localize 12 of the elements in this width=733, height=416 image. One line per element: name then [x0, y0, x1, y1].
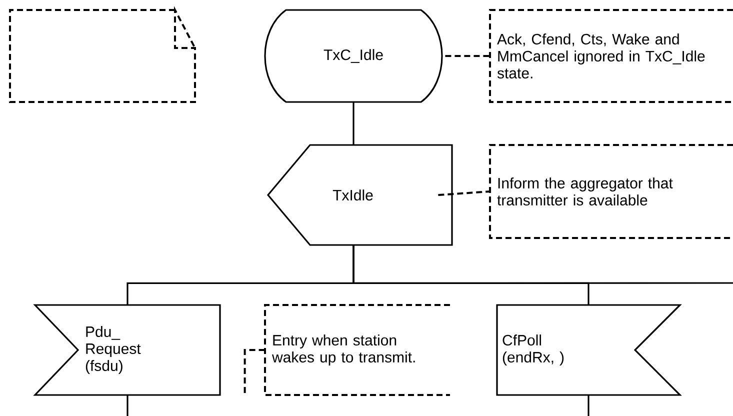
- connector-line: [126, 395, 128, 416]
- state-box: TxC_Idle: [264, 9, 443, 103]
- comment-connector: [244, 349, 265, 395]
- document-shape: [9, 6, 196, 103]
- connector-line: [588, 395, 590, 416]
- comment-bracket: Entry when station wakes up to transmit.: [264, 304, 450, 396]
- comment-connector: [438, 190, 490, 196]
- connector-line: [352, 102, 354, 145]
- comment-bracket: Inform the aggregator that transmitter is available: [489, 144, 733, 239]
- comment-bracket: Ack, Cfend, Cts, Wake and MmCancel ignored in TxC_Idle state.: [489, 9, 733, 103]
- comment-connector: [445, 55, 490, 57]
- connector-line: [352, 245, 733, 284]
